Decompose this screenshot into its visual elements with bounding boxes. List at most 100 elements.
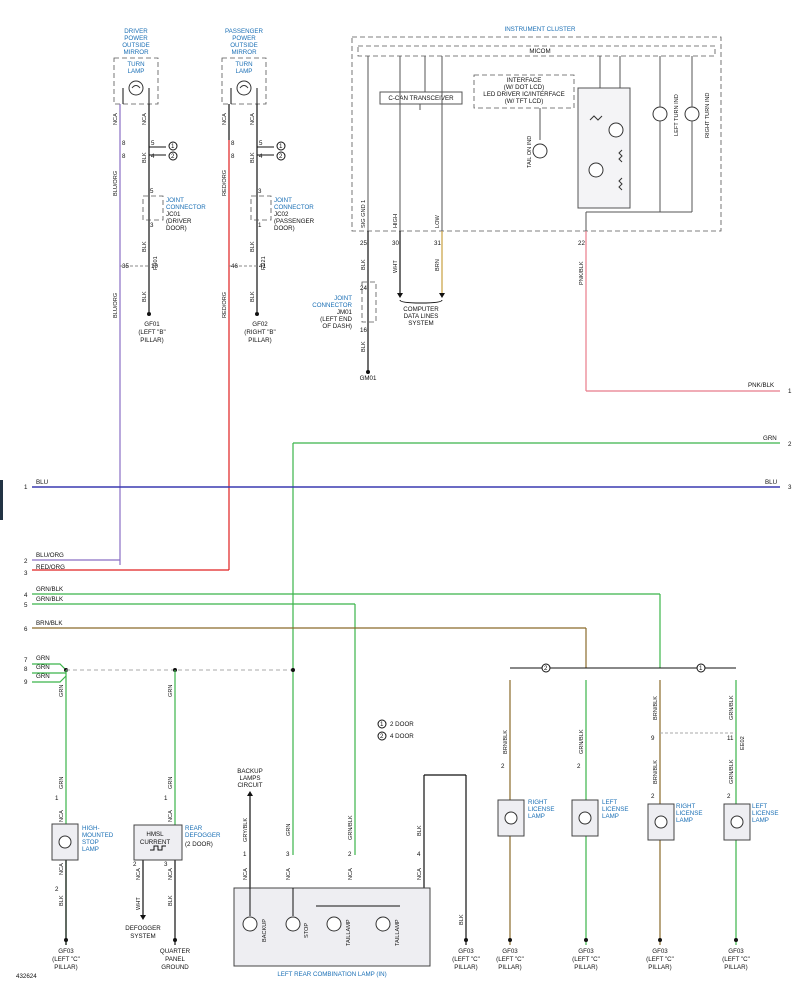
svg-text:LAMP: LAMP xyxy=(752,817,769,824)
svg-text:BLK: BLK xyxy=(142,152,148,163)
svg-text:3: 3 xyxy=(164,861,168,868)
svg-text:GF03: GF03 xyxy=(502,948,518,955)
rear-combination-lamp: BACKUP LAMPS CIRCUIT GRY/BLK 1 NCA GRN 3… xyxy=(233,768,480,978)
svg-text:CIRCUIT: CIRCUIT xyxy=(237,782,262,789)
svg-text:BACKUP: BACKUP xyxy=(262,919,268,942)
svg-text:GRN: GRN xyxy=(286,824,292,836)
svg-text:GRN: GRN xyxy=(36,655,50,662)
svg-text:LAMP: LAMP xyxy=(236,68,253,75)
svg-text:4: 4 xyxy=(417,851,421,858)
svg-text:GRN: GRN xyxy=(168,777,174,789)
svg-text:NCA: NCA xyxy=(348,868,354,880)
svg-text:BLK: BLK xyxy=(250,291,256,302)
svg-text:MIRROR: MIRROR xyxy=(231,49,257,56)
svg-text:OF DASH): OF DASH) xyxy=(322,323,352,330)
svg-text:GF02: GF02 xyxy=(252,321,268,328)
svg-text:GRN/BLK: GRN/BLK xyxy=(729,695,735,720)
svg-text:RED/ORG: RED/ORG xyxy=(36,564,65,571)
svg-text:REAR: REAR xyxy=(185,825,203,832)
svg-text:MOUNTED: MOUNTED xyxy=(82,832,114,839)
svg-text:(LEFT "C": (LEFT "C" xyxy=(452,956,480,963)
svg-text:LEFT: LEFT xyxy=(602,799,617,806)
svg-text:BRN/BLK: BRN/BLK xyxy=(36,620,63,627)
svg-text:BLU/ORG: BLU/ORG xyxy=(113,293,119,318)
svg-text:5: 5 xyxy=(150,188,154,195)
svg-text:1: 1 xyxy=(788,388,792,395)
svg-text:3: 3 xyxy=(258,188,262,195)
svg-text:NCA: NCA xyxy=(243,868,249,880)
svg-text:BRN/BLK: BRN/BLK xyxy=(653,696,659,720)
svg-text:LED DRIVER IC/INTERFACE: LED DRIVER IC/INTERFACE xyxy=(483,91,564,98)
svg-text:(2 DOOR): (2 DOOR) xyxy=(185,841,213,848)
svg-text:9: 9 xyxy=(24,679,28,686)
svg-text:GF03: GF03 xyxy=(652,948,668,955)
svg-text:GRN/BLK: GRN/BLK xyxy=(36,596,64,603)
door-legend: 1 2 DOOR 2 4 DOOR xyxy=(377,719,414,741)
svg-text:JC02: JC02 xyxy=(274,211,289,218)
svg-text:BLK: BLK xyxy=(142,291,148,302)
svg-text:MICOM: MICOM xyxy=(529,48,550,55)
svg-text:NCA: NCA xyxy=(417,868,423,880)
svg-text:COMPUTER: COMPUTER xyxy=(403,306,439,313)
svg-text:NCA: NCA xyxy=(286,868,292,880)
svg-text:LICENSE: LICENSE xyxy=(602,806,628,813)
svg-text:BLK: BLK xyxy=(361,341,367,352)
svg-text:(LEFT "C": (LEFT "C" xyxy=(722,956,750,963)
svg-text:GRN/BLK: GRN/BLK xyxy=(729,759,735,784)
svg-text:(DRIVER: (DRIVER xyxy=(166,218,192,225)
svg-text:NCA: NCA xyxy=(168,868,174,880)
svg-text:8: 8 xyxy=(122,153,126,160)
svg-text:GRN: GRN xyxy=(59,777,65,789)
svg-text:(LEFT "C": (LEFT "C" xyxy=(52,956,80,963)
svg-text:BLU/ORG: BLU/ORG xyxy=(36,552,64,559)
svg-text:GF03: GF03 xyxy=(458,948,474,955)
svg-text:11: 11 xyxy=(727,735,734,742)
svg-text:PNK/BLK: PNK/BLK xyxy=(579,261,585,285)
svg-text:PILLAR): PILLAR) xyxy=(498,964,521,971)
svg-text:2: 2 xyxy=(171,153,175,160)
svg-text:PASSENGER: PASSENGER xyxy=(225,28,264,35)
svg-text:4: 4 xyxy=(151,153,155,160)
svg-text:(W/ TFT LCD): (W/ TFT LCD) xyxy=(505,98,544,105)
tail-on-ind-icon xyxy=(532,143,548,159)
driver-mirror-title-4: MIRROR xyxy=(123,49,149,56)
svg-text:JC01: JC01 xyxy=(166,211,181,218)
svg-text:RED/ORG: RED/ORG xyxy=(222,170,228,196)
svg-text:LAMP: LAMP xyxy=(676,817,693,824)
svg-text:CONNECTOR: CONNECTOR xyxy=(274,204,314,211)
svg-text:EE02: EE02 xyxy=(740,736,746,750)
left-turn-ind-icon xyxy=(652,106,668,122)
svg-text:NCA: NCA xyxy=(142,113,148,125)
svg-text:2: 2 xyxy=(279,153,283,160)
instrument-cluster: INSTRUMENT CLUSTER MICOM C-CAN TRANSCEIV… xyxy=(351,26,722,232)
cluster-wires: 25 BLK 24 16 BLK GM01 JOINT CONNECTOR JM… xyxy=(312,231,780,392)
svg-text:GROUND: GROUND xyxy=(161,964,189,971)
svg-text:3: 3 xyxy=(24,570,28,577)
svg-text:GRN: GRN xyxy=(59,685,65,697)
bus-lines: PNK/BLK 1 GRN 2 BLU 1 BLU 3 BLU/ORG 2 RE… xyxy=(0,382,792,855)
svg-text:LICENSE: LICENSE xyxy=(528,806,554,813)
svg-text:2 DOOR: 2 DOOR xyxy=(390,721,414,728)
svg-text:HMSL: HMSL xyxy=(146,831,164,838)
svg-text:1: 1 xyxy=(258,222,262,229)
driver-mirror-title-1: DRIVER xyxy=(124,28,148,35)
svg-text:4 DOOR: 4 DOOR xyxy=(390,733,414,740)
svg-text:30: 30 xyxy=(392,240,399,247)
svg-text:2: 2 xyxy=(651,793,655,800)
svg-text:GRN: GRN xyxy=(168,685,174,697)
svg-text:LAMPS: LAMPS xyxy=(240,775,261,782)
svg-text:NCA: NCA xyxy=(250,113,256,125)
svg-text:8: 8 xyxy=(122,140,126,147)
svg-text:LAMP: LAMP xyxy=(528,813,545,820)
svg-text:5: 5 xyxy=(151,140,155,147)
svg-text:TURN: TURN xyxy=(127,61,144,68)
svg-text:6: 6 xyxy=(24,626,28,633)
svg-text:LOW: LOW xyxy=(435,215,441,228)
svg-text:GRN/BLK: GRN/BLK xyxy=(579,729,585,754)
svg-text:HIGH-: HIGH- xyxy=(82,825,100,832)
driver-mirror: DRIVER POWER OUTSIDE MIRROR TURN LAMP xyxy=(113,28,159,105)
svg-text:BLK: BLK xyxy=(250,241,256,252)
svg-text:INSTRUMENT CLUSTER: INSTRUMENT CLUSTER xyxy=(504,26,576,33)
svg-text:2: 2 xyxy=(501,763,505,770)
svg-text:LICENSE: LICENSE xyxy=(752,810,778,817)
